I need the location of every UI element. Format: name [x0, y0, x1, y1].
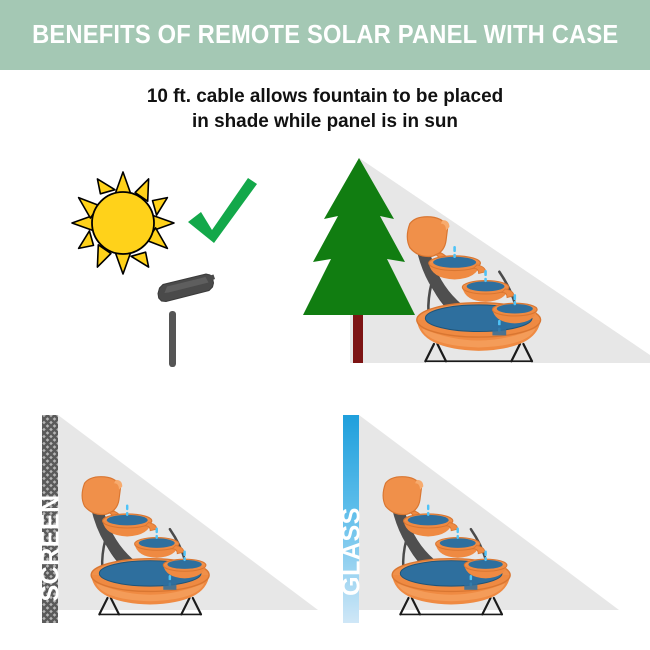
sun-and-panel-scene: [60, 160, 290, 370]
subtitle-line-2: in shade while panel is in sun: [192, 110, 458, 132]
subtitle-line-1: 10 ft. cable allows fountain to be place…: [146, 85, 504, 107]
fountain-bowl-3: [463, 558, 508, 579]
page-title: BENEFITS OF REMOTE SOLAR PANEL WITH CASE: [31, 20, 619, 49]
screen-scene: SCREEN: [30, 405, 320, 635]
cascading-fountain-icon: [382, 476, 511, 616]
fountain-bowl-2: [134, 536, 185, 558]
subtitle-text: 10 ft. cable allows fountain to be place…: [10, 84, 641, 134]
glass-scene: GLASS: [331, 405, 621, 635]
sun-icon: [71, 171, 175, 275]
header-banner: BENEFITS OF REMOTE SOLAR PANEL WITH CASE: [0, 0, 650, 70]
tree-shade-graphic: [303, 158, 650, 363]
screen-strip-label: SCREEN: [36, 494, 65, 602]
mesh-screen-texture: [42, 415, 58, 623]
fountain-bowl-1: [102, 513, 158, 537]
fountain-bowl-3: [491, 302, 538, 324]
fountain-bowl-2: [435, 536, 486, 558]
cascading-fountain-icon: [406, 216, 542, 363]
fountain-bowl-2: [461, 279, 515, 302]
glass-pane-gradient: [343, 415, 359, 623]
green-check-icon: [188, 178, 257, 243]
cascading-fountain-icon: [81, 476, 210, 616]
glass-graphic: [343, 415, 619, 623]
pine-tree-icon: [303, 158, 415, 363]
sun-panel-graphic: [71, 171, 257, 367]
tree-shade-scene: [295, 150, 650, 370]
solar-panel-icon: [157, 273, 215, 367]
screen-graphic: [42, 415, 318, 623]
fountain-bowl-3: [162, 558, 207, 579]
glass-strip-label: GLASS: [337, 507, 366, 596]
